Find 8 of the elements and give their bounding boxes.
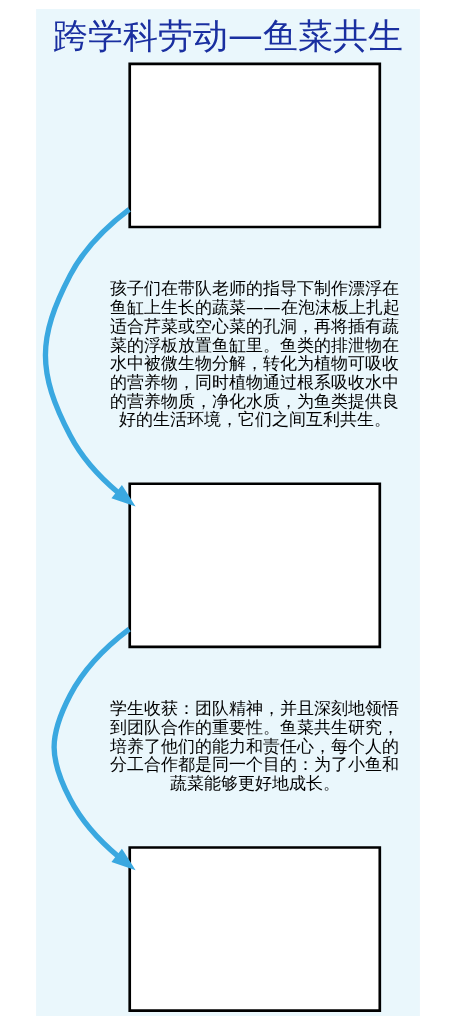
node-box bbox=[127, 845, 381, 1012]
node-box bbox=[127, 62, 381, 228]
label: 学生收获：团队精神，并且深刻地领悟到团队合作的重要性。鱼菜共生研究，培养了他们的能力和责任心，每个人的分工合作都是同一个目的：为了小鱼和蔬菜能够更好地成长。 bbox=[109, 697, 399, 793]
arrow bbox=[51, 626, 136, 870]
diagram-title: 跨学科劳动—鱼菜共生 bbox=[52, 15, 403, 56]
node-box bbox=[127, 481, 381, 648]
arrow bbox=[42, 206, 136, 506]
label: 孩子们在带队老师的指导下制作漂浮在鱼缸上生长的蔬菜——在泡沫板上扎起适合芹菜或空心菜的孔洞，再将插有蔬菜的浮板放置鱼缸里。鱼类的排泄物在水中被微生物分解，转化为植物可吸收的营养物，同时植物通过根系吸收水中的营养物质，净化水质，为鱼类提供良好的生活环境，它们之间互利共生。 bbox=[109, 277, 400, 429]
